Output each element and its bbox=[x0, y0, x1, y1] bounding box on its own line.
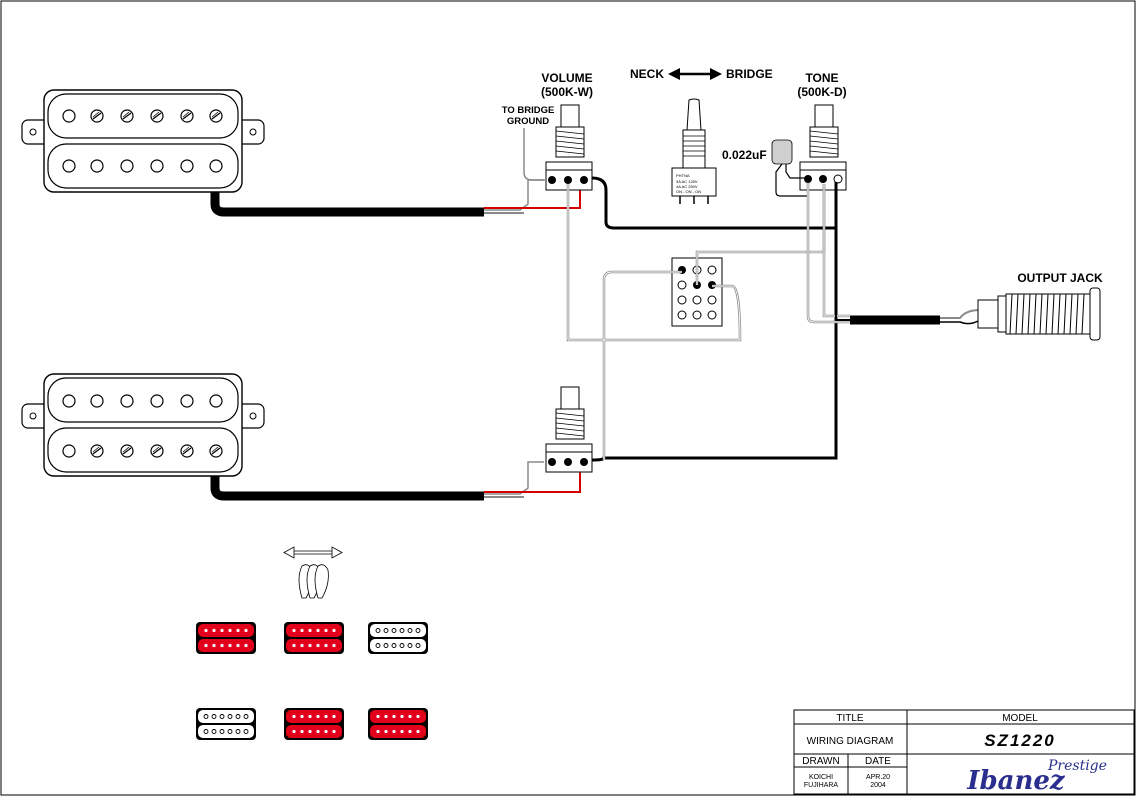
tone-capacitor bbox=[771, 139, 809, 197]
volume-label: VOLUME bbox=[541, 71, 592, 85]
toggle-switch: PHTNA 3A AC 125V 4A AC 250V ON - ON - ON bbox=[671, 98, 717, 204]
brand-script: Prestige bbox=[1047, 758, 1107, 774]
switch-spec-3: ON - ON - ON bbox=[676, 189, 701, 194]
bridge-label: BRIDGE bbox=[726, 67, 773, 81]
position-3-neck-pickup bbox=[367, 621, 429, 655]
bridge-volume-pot bbox=[545, 386, 593, 473]
bridge-pickup-cable bbox=[210, 461, 581, 501]
date-line-1: APR.20 bbox=[866, 774, 890, 781]
toggle-positions-icon bbox=[298, 564, 329, 599]
brand-name: Ibanez bbox=[966, 766, 1066, 796]
wiring bbox=[523, 128, 998, 462]
position-2-bridge-pickup bbox=[284, 708, 344, 740]
legend-arrow-icon bbox=[283, 546, 343, 559]
output-jack-label: OUTPUT JACK bbox=[1017, 271, 1103, 285]
neck-pickup-cable bbox=[210, 179, 581, 217]
volume-pot bbox=[545, 104, 593, 191]
position-1-bridge-pickup bbox=[195, 707, 257, 741]
tone-value-label: (500K-D) bbox=[797, 85, 846, 99]
date-line-2: 2004 bbox=[870, 782, 886, 789]
to-bridge-ground-label: TO BRIDGE bbox=[502, 105, 555, 116]
tone-pot bbox=[799, 104, 847, 191]
drawn-header: DRAWN bbox=[802, 756, 839, 767]
switch-spec-1: 3A AC 125V bbox=[676, 179, 698, 184]
switch-position-legend bbox=[195, 546, 429, 741]
position-3-bridge-pickup bbox=[368, 708, 428, 740]
title-block: TITLE MODEL WIRING DIAGRAM SZ1220 DRAWN … bbox=[793, 709, 1135, 796]
model-value: SZ1220 bbox=[984, 731, 1056, 750]
volume-value-label: (500K-W) bbox=[541, 85, 593, 99]
title-value: WIRING DIAGRAM bbox=[807, 736, 894, 747]
drawn-by-line-2: FUJIHARA bbox=[804, 782, 839, 789]
date-header: DATE bbox=[865, 756, 891, 767]
neck-label: NECK bbox=[630, 67, 664, 81]
bridge-pickup bbox=[21, 373, 265, 477]
tone-label: TONE bbox=[805, 71, 838, 85]
double-arrow-icon bbox=[668, 68, 722, 80]
position-1-neck-pickup bbox=[196, 622, 256, 654]
title-header: TITLE bbox=[836, 713, 864, 724]
model-header: MODEL bbox=[1002, 713, 1038, 724]
output-jack bbox=[977, 287, 1101, 341]
capacitor-label: 0.022uF bbox=[722, 148, 767, 162]
position-2-neck-pickup bbox=[284, 622, 344, 654]
svg-text:PHTNA: PHTNA bbox=[676, 173, 690, 178]
switch-spec-2: 4A AC 250V bbox=[676, 184, 698, 189]
ibanez-prestige-logo: Prestige Ibanez bbox=[966, 758, 1107, 796]
drawn-by-line-1: KOICHI bbox=[809, 774, 833, 781]
neck-pickup bbox=[21, 89, 265, 193]
to-bridge-ground-label-2: GROUND bbox=[507, 116, 549, 127]
